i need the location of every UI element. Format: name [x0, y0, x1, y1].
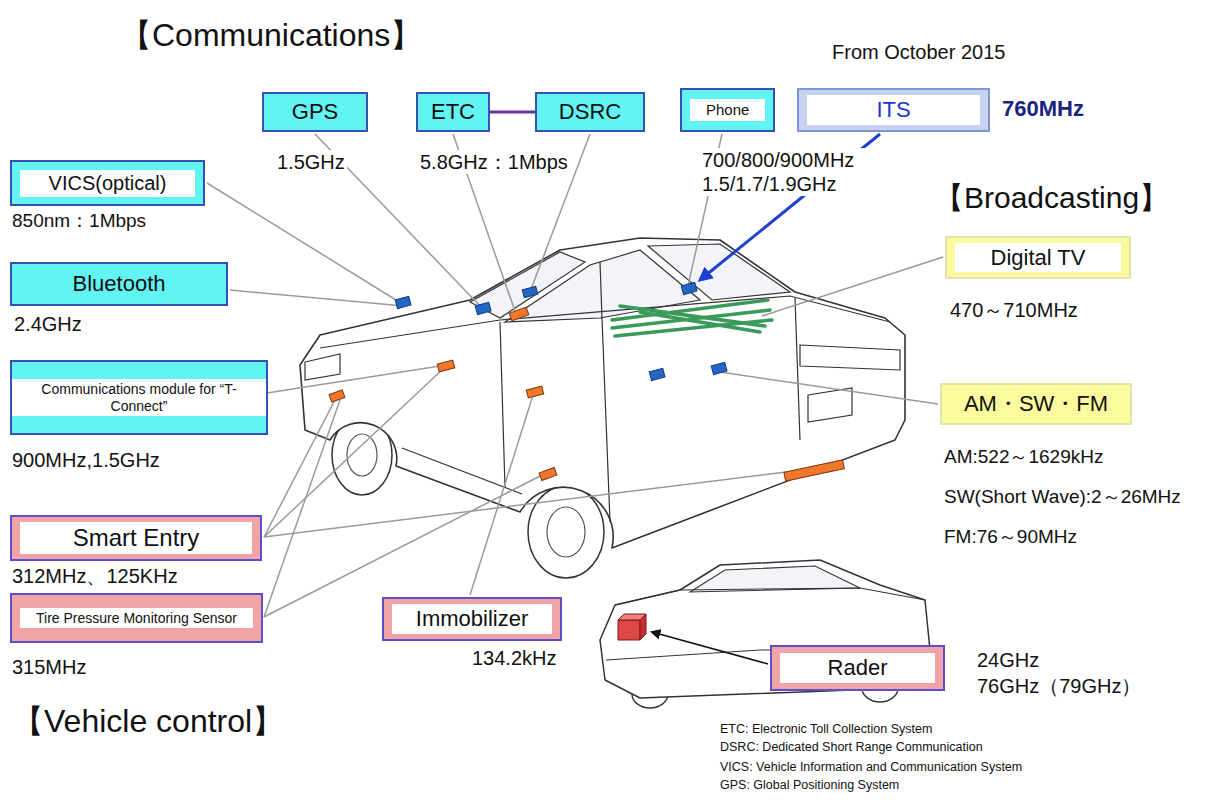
- leader-line: [470, 392, 534, 595]
- control-box: Immobilizer: [382, 597, 562, 641]
- node-text: Tire Pressure Monitoring Sensor: [20, 608, 253, 628]
- rear-corner-line: [795, 298, 800, 440]
- radar-unit-side: [640, 614, 646, 640]
- frequency-label: FM:76～90MHz: [942, 526, 1079, 549]
- node-text: Bluetooth: [73, 271, 166, 296]
- frequency-label: 315MHz: [10, 655, 88, 679]
- node-text: ETC: [431, 99, 475, 124]
- small-car-line: [615, 588, 925, 605]
- device-mark: [681, 282, 697, 294]
- node-text: Phone: [690, 99, 765, 120]
- antenna-wire: [620, 306, 765, 326]
- date-note: From October 2015: [830, 40, 1007, 64]
- node-text: ITS: [807, 95, 980, 124]
- radar-unit: [618, 620, 640, 640]
- frequency-label: 760MHz: [1000, 96, 1086, 122]
- comm-box: ETC: [416, 92, 490, 132]
- frequency-label: 312MHz、125KHz: [10, 564, 180, 588]
- leader-line: [762, 257, 943, 316]
- comm-box: GPS: [262, 92, 368, 132]
- device-mark: [509, 307, 529, 321]
- control-box: Smart Entry: [10, 515, 262, 561]
- frequency-label: 700/800/900MHz 1.5/1.7/1.9GHz: [700, 148, 869, 196]
- section-heading: 【Vehicle control】: [10, 702, 286, 740]
- device-mark: [784, 460, 845, 481]
- abbreviation-note: GPS: Global Positioning System: [718, 778, 901, 793]
- comm-box: Communications module for “T-Connect”: [10, 360, 268, 435]
- device-marks: [329, 307, 844, 481]
- frequency-label: SW(Short Wave):2～26MHz: [942, 486, 1183, 509]
- frequency-label: 24GHz: [975, 648, 1041, 672]
- device-mark: [395, 296, 411, 308]
- node-text: Digital TV: [955, 243, 1121, 272]
- connector-line: [490, 111, 535, 114]
- abbreviation-note: DSRC: Dedicated Short Range Communicatio…: [718, 740, 985, 755]
- abbreviation-note: ETC: Electronic Toll Collection System: [718, 722, 934, 737]
- antenna-wire: [640, 312, 760, 332]
- door-line: [500, 322, 505, 488]
- rear-hub: [547, 507, 585, 557]
- device-mark: [539, 468, 557, 481]
- device-mark: [711, 362, 727, 374]
- comm-box: DSRC: [535, 92, 645, 132]
- leader-line: [264, 368, 444, 537]
- frequency-label: 470～710MHz: [948, 298, 1080, 322]
- headlight: [305, 354, 340, 380]
- license-plate: [808, 388, 852, 422]
- leader-line: [264, 472, 786, 537]
- window-pillar: [600, 262, 602, 318]
- control-box: Rader: [770, 645, 945, 691]
- comm-box: VICS(optical): [10, 160, 205, 206]
- rear-window: [648, 244, 790, 300]
- radar-arrow: [652, 632, 768, 664]
- broadcast-box: Digital TV: [945, 236, 1131, 279]
- leader-line: [207, 183, 396, 300]
- node-text: Communications module for “T-Connect”: [12, 379, 266, 415]
- node-text: Immobilizer: [392, 604, 552, 633]
- control-box: Tire Pressure Monitoring Sensor: [10, 593, 263, 643]
- leader-lines: [207, 134, 943, 617]
- node-text: AM・SW・FM: [964, 391, 1108, 416]
- belt-line: [320, 296, 890, 348]
- frequency-label: 5.8GHz：1Mbps: [418, 150, 570, 174]
- node-text: GPS: [292, 99, 338, 124]
- sedan-drawing: [300, 238, 905, 578]
- node-text: VICS(optical): [20, 170, 195, 197]
- leader-line: [720, 372, 938, 404]
- node-text: DSRC: [559, 99, 621, 124]
- device-mark: [526, 386, 544, 398]
- comm-box: Phone: [680, 88, 775, 132]
- abbreviation-note: VICS: Vehicle Information and Communicat…: [718, 760, 1024, 775]
- tail-light: [800, 345, 900, 370]
- tv-antenna: [612, 300, 772, 336]
- door-line: [602, 318, 610, 522]
- broadcast-box: AM・SW・FM: [940, 383, 1132, 425]
- section-heading: 【Broadcasting】: [932, 180, 1171, 216]
- frequency-label: 900MHz,1.5GHz: [10, 448, 162, 472]
- car-body: [300, 238, 905, 548]
- frequency-label: 76GHz（79GHz）: [975, 674, 1144, 698]
- device-marks: [395, 282, 727, 380]
- frequency-label: 850nm：1Mbps: [10, 210, 148, 233]
- section-heading: 【Communications】: [118, 16, 424, 54]
- device-mark: [649, 368, 665, 380]
- frequency-label: 2.4GHz: [12, 312, 84, 336]
- frequency-label: 134.2kHz: [470, 646, 559, 670]
- its-box: ITS: [797, 88, 990, 132]
- node-text: Smart Entry: [20, 522, 252, 554]
- its-arrow: [700, 134, 880, 280]
- comm-box: Bluetooth: [10, 262, 228, 306]
- frequency-label: 1.5GHz: [275, 150, 347, 174]
- leader-line: [230, 290, 404, 306]
- device-mark: [475, 302, 491, 314]
- device-mark: [329, 390, 345, 402]
- frequency-label: AM:522～1629kHz: [942, 446, 1105, 469]
- node-text: Rader: [780, 653, 935, 682]
- device-mark: [437, 360, 455, 372]
- device-mark: [522, 286, 538, 297]
